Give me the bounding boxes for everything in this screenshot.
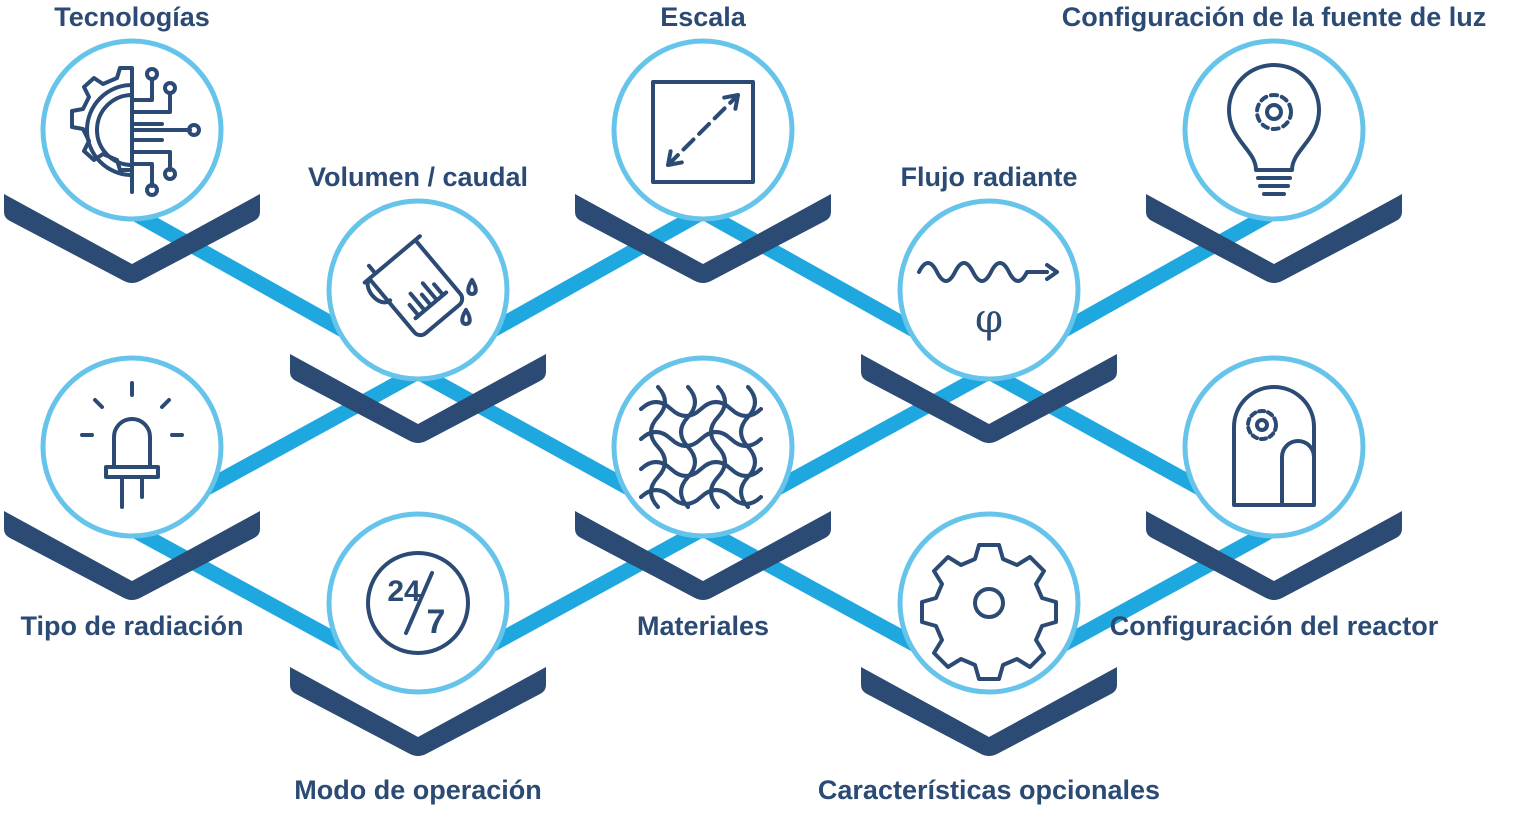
phi-symbol: φ: [975, 296, 1003, 342]
node-ring: [897, 511, 1081, 695]
hex-base: [861, 354, 1117, 443]
node-escala[interactable]: Escala: [575, 2, 831, 283]
hex-base: [1146, 194, 1402, 283]
hex-base: [4, 194, 260, 283]
gear-icon: [920, 543, 1058, 681]
hex-base: [290, 667, 546, 756]
node-label: Tipo de radiación: [20, 611, 243, 641]
hex-base: [861, 667, 1117, 756]
node-label: Características opcionales: [818, 775, 1160, 805]
node-tecnologias[interactable]: Tecnologías: [4, 2, 260, 283]
nodes: Tecnologías Escala Configuración de la fue…: [4, 2, 1486, 805]
node-caracteristicas[interactable]: Características opcionales: [818, 511, 1160, 805]
node-materiales[interactable]: Materiales: [575, 355, 831, 641]
node-flujo[interactable]: φ Flujo radiante: [861, 162, 1117, 443]
node-tipo-radiacion[interactable]: Tipo de radiación: [4, 355, 260, 641]
node-ring: [611, 355, 795, 539]
node-label: Materiales: [637, 611, 769, 641]
hex-base: [4, 511, 260, 600]
hex-base: [575, 511, 831, 600]
gear-circuit-icon: [70, 66, 201, 197]
lightbulb-gear-icon: [1227, 63, 1321, 196]
node-fuente-luz[interactable]: Configuración de la fuente de luz: [1062, 2, 1487, 283]
node-ring: [1182, 355, 1366, 539]
node-label: Volumen / caudal: [308, 162, 528, 192]
node-volumen[interactable]: Volumen / caudal: [290, 162, 546, 443]
node-label: Escala: [660, 2, 747, 32]
beaker-pour-icon: [362, 234, 478, 338]
scale-arrow-icon: [651, 80, 755, 184]
node-label: Configuración de la fuente de luz: [1062, 2, 1487, 32]
clock-7-text: 7: [427, 603, 446, 641]
node-label: Flujo radiante: [900, 162, 1077, 192]
node-label: Tecnologías: [54, 2, 210, 32]
node-reactor[interactable]: Configuración del reactor: [1110, 355, 1439, 641]
clock-24-text: 24: [387, 575, 421, 608]
node-ring: [40, 355, 224, 539]
node-ring: [326, 198, 510, 382]
node-label: Modo de operación: [294, 775, 542, 805]
clock-24-7-icon: 247: [366, 551, 470, 655]
reactor-door-icon: [1232, 385, 1316, 507]
radiant-flux-icon: φ: [917, 261, 1059, 342]
hex-base: [1146, 511, 1402, 600]
hex-base: [290, 354, 546, 443]
hex-base: [575, 194, 831, 283]
led-icon: [80, 381, 184, 509]
mesh-icon: [639, 385, 763, 509]
node-ring: [897, 198, 1081, 382]
node-label: Configuración del reactor: [1110, 611, 1439, 641]
